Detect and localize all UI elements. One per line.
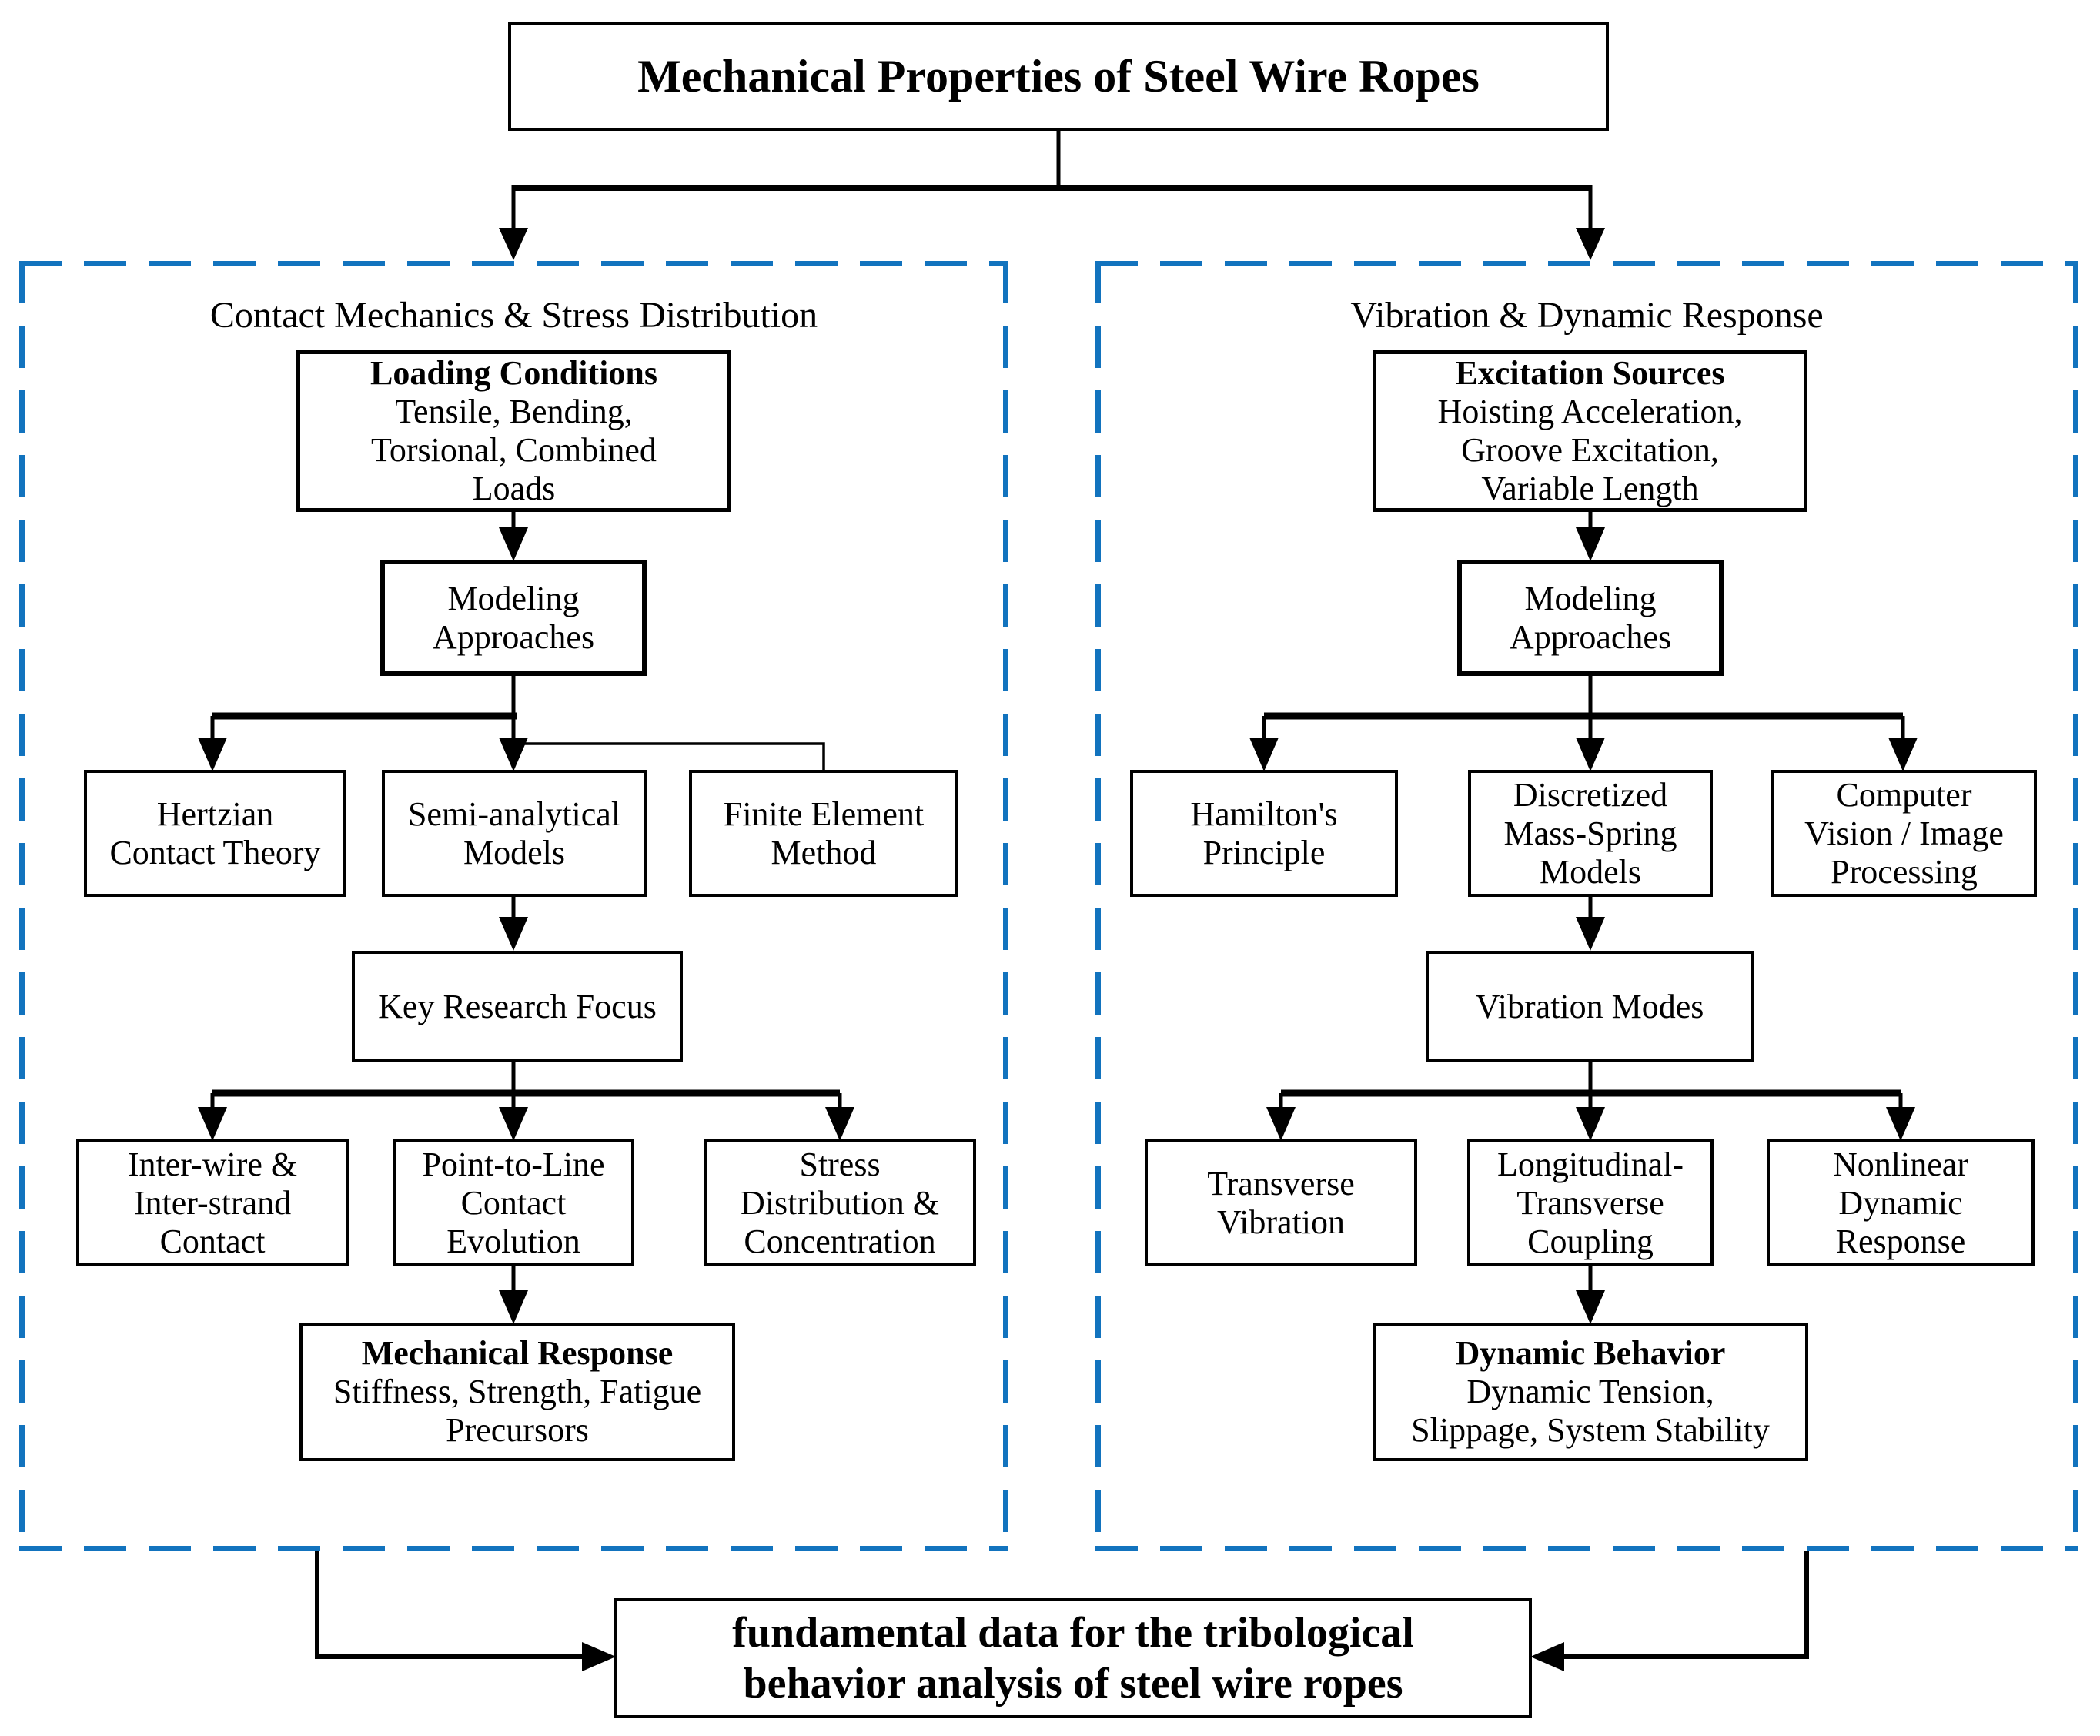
contact-mechanics-panel-label: Contact Mechanics & Stress Distribution — [209, 295, 818, 336]
mechanical-response-body: Stiffness, Strength, Fatigue Precursors — [333, 1373, 702, 1449]
key-research-focus-box: Key Research Focus — [352, 951, 683, 1062]
panel-border-left — [19, 261, 25, 1551]
fundamental-data-output-box: fundamental data for the tribological be… — [614, 1598, 1532, 1718]
excitation-sources-box: Excitation Sources Hoisting Acceleration… — [1373, 350, 1807, 512]
longitudinal-transverse-coupling-box: Longitudinal- Transverse Coupling — [1467, 1139, 1714, 1266]
diagram-title-box: Mechanical Properties of Steel Wire Rope… — [508, 22, 1609, 131]
dynamic-behavior-title: Dynamic Behavior — [1455, 1334, 1726, 1372]
nonlinear-dynamic-response-box: Nonlinear Dynamic Response — [1767, 1139, 2035, 1266]
point-to-line-evolution-box: Point-to-Line Contact Evolution — [393, 1139, 634, 1266]
connector-lines — [210, 131, 1905, 1659]
vibration-modes-box: Vibration Modes — [1426, 951, 1754, 1062]
dynamic-behavior-box: Dynamic Behavior Dynamic Tension, Slippa… — [1373, 1323, 1808, 1461]
loading-conditions-title: Loading Conditions — [370, 354, 657, 392]
vibration-panel — [1095, 261, 2078, 1551]
left-modeling-approaches-box: Modeling Approaches — [380, 560, 647, 676]
inter-wire-contact-box: Inter-wire & Inter-strand Contact — [76, 1139, 349, 1266]
transverse-vibration-box: Transverse Vibration — [1145, 1139, 1417, 1266]
excitation-sources-title: Excitation Sources — [1455, 354, 1725, 392]
excitation-sources-body: Hoisting Acceleration, Groove Excitation… — [1437, 393, 1743, 507]
loading-conditions-body: Tensile, Bending, Torsional, Combined Lo… — [371, 393, 657, 507]
mechanical-response-title: Mechanical Response — [361, 1334, 674, 1372]
panel-border-left — [1095, 261, 1101, 1551]
finite-element-method-box: Finite Element Method — [689, 770, 958, 897]
panel-border-top — [19, 261, 1008, 266]
right-modeling-approaches-box: Modeling Approaches — [1457, 560, 1724, 676]
panel-border-bottom — [19, 1546, 1008, 1551]
computer-vision-box: Computer Vision / Image Processing — [1771, 770, 2037, 897]
diagram-title: Mechanical Properties of Steel Wire Rope… — [637, 51, 1480, 102]
semi-analytical-models-box: Semi-analytical Models — [382, 770, 647, 897]
hamiltons-principle-box: Hamilton's Principle — [1130, 770, 1398, 897]
panel-border-top — [1095, 261, 2078, 266]
loading-conditions-box: Loading Conditions Tensile, Bending, Tor… — [296, 350, 731, 512]
hertzian-contact-theory-box: Hertzian Contact Theory — [84, 770, 346, 897]
mechanical-response-box: Mechanical Response Stiffness, Strength,… — [299, 1323, 735, 1461]
contact-mechanics-panel — [19, 261, 1008, 1551]
panel-border-right — [2073, 261, 2078, 1551]
dynamic-behavior-body: Dynamic Tension, Slippage, System Stabil… — [1411, 1373, 1770, 1449]
arrowheads — [198, 228, 1918, 1671]
stress-distribution-box: Stress Distribution & Concentration — [704, 1139, 976, 1266]
mass-spring-models-box: Discretized Mass-Spring Models — [1468, 770, 1713, 897]
panel-border-bottom — [1095, 1546, 2078, 1551]
panel-border-right — [1003, 261, 1008, 1551]
vibration-panel-label: Vibration & Dynamic Response — [1350, 295, 1824, 336]
